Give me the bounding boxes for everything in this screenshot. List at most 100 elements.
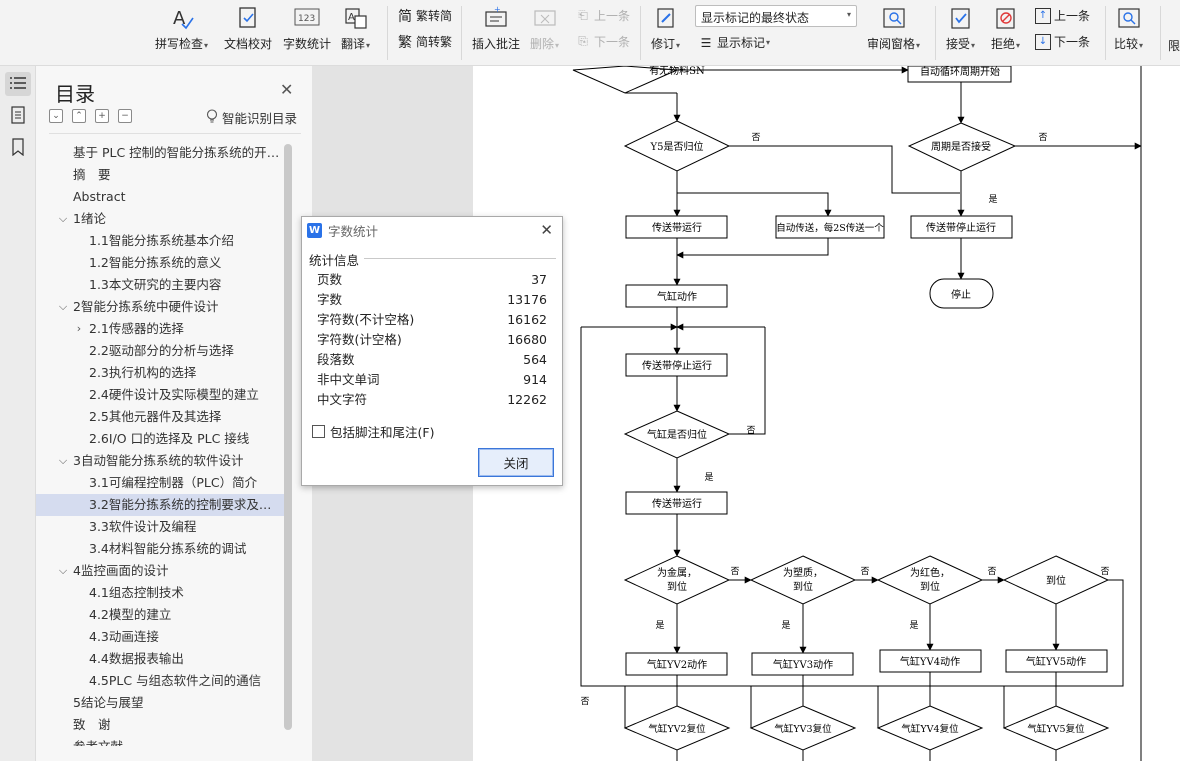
toc-item-label: 1绪论 (73, 211, 106, 226)
toc-scrollbar[interactable] (284, 144, 292, 730)
word-count-button[interactable]: 123 字数统计 (283, 0, 331, 52)
toc-item[interactable]: ⌵ 3自动智能分拣系统的软件设计 (36, 450, 286, 472)
ribbon-separator (461, 6, 462, 60)
toc-item[interactable]: 3.2智能分拣系统的控制要求及其 ... (36, 494, 286, 516)
include-footnotes-checkbox[interactable]: 包括脚注和尾注(F) (312, 422, 434, 441)
checkbox-box[interactable] (312, 425, 325, 438)
close-icon[interactable]: ✕ (280, 80, 294, 99)
fc-label-yes: 是 (781, 620, 790, 631)
review-pane-button[interactable]: 审阅窗格▾ (867, 0, 920, 52)
chevron-down-icon[interactable]: ⌵ (58, 454, 68, 467)
fc-label-yes: 是 (704, 472, 713, 483)
toc-divider (49, 133, 301, 134)
fc-yv5-rst: 气缸YV5复位 (1027, 723, 1085, 735)
toc-item[interactable]: 3.4材料智能分拣系统的调试 (36, 538, 286, 560)
chevron-down-icon[interactable]: ⌵ (58, 564, 68, 577)
reject-icon (993, 5, 1019, 31)
stat-value: 37 (531, 272, 547, 287)
trad-to-simp-button[interactable]: 简繁转简 (398, 8, 453, 25)
toc-item[interactable]: 2.3执行机构的选择 (36, 362, 286, 384)
toc-item[interactable]: 4.3动画连接 (36, 626, 286, 648)
chevron-right-icon[interactable]: › (76, 322, 82, 335)
toc-item-label: 3.3软件设计及编程 (89, 519, 197, 534)
remove-level-icon[interactable]: − (118, 109, 132, 123)
toc-item[interactable]: ⌵ 1绪论 (36, 208, 286, 230)
toc-item[interactable]: 4.5PLC 与组态软件之间的通信 (36, 670, 286, 692)
expand-icon[interactable]: ⌃ (72, 109, 86, 123)
toc-item[interactable]: 致 谢 (36, 714, 286, 736)
prev-comment-button[interactable]: ⎗上一条 (575, 7, 630, 24)
chevron-down-icon: ▾ (846, 10, 851, 19)
toc-item-label: 1.1智能分拣系统基本介绍 (89, 233, 234, 248)
toc-item[interactable]: 2.2驱动部分的分析与选择 (36, 340, 286, 362)
prev-comment-icon: ⎗ (578, 8, 588, 22)
stat-value: 564 (523, 352, 547, 367)
accept-button[interactable]: 接受▾ (946, 0, 975, 52)
toc-item[interactable]: 4.4数据报表输出 (36, 648, 286, 670)
toc-item[interactable]: 1.2智能分拣系统的意义 (36, 252, 286, 274)
fc-label-no: 否 (987, 566, 996, 577)
revise-button[interactable]: 修订▾ (651, 0, 680, 52)
toc-item[interactable]: 基于 PLC 控制的智能分拣系统的开 ... (36, 142, 286, 164)
toc-item-label: 5结论与展望 (73, 695, 144, 710)
toc-item[interactable]: 2.5其他元器件及其选择 (36, 406, 286, 428)
toc-item[interactable]: 2.4硬件设计及实际模型的建立 (36, 384, 286, 406)
fc-label-no: 否 (860, 566, 869, 577)
toc-item[interactable]: 3.1可编程控制器（PLC）简介 (36, 472, 286, 494)
pages-view-button[interactable] (5, 104, 31, 128)
fc-cyl-reset: 气缸是否归位 (647, 428, 707, 441)
toc-item[interactable]: 5结论与展望 (36, 692, 286, 714)
restrict-button[interactable]: 限 (1168, 39, 1180, 53)
toc-item[interactable]: ⌵2智能分拣系统中硬件设计 (36, 296, 286, 318)
toc-item[interactable]: 2.6I/O 口的选择及 PLC 接线 (36, 428, 286, 450)
toc-item-label: 3自动智能分拣系统的软件设计 (73, 453, 244, 468)
add-level-icon[interactable]: + (95, 109, 109, 123)
toc-item[interactable]: 3.3软件设计及编程 (36, 516, 286, 538)
toc-item-label: 致 谢 (73, 717, 111, 732)
toc-item[interactable]: 4.1组态控制技术 (36, 582, 286, 604)
toc-item[interactable]: 1.3本文研究的主要内容 (36, 274, 286, 296)
next-comment-button[interactable]: ⎘下一条 (575, 33, 630, 50)
collapse-icon[interactable]: ⌄ (49, 109, 63, 123)
show-markup-button[interactable]: ☰显示标记▾ (698, 34, 770, 51)
toc-item[interactable]: Abstract (36, 186, 286, 208)
close-icon[interactable]: ✕ (540, 221, 553, 239)
toc-view-button[interactable] (4, 72, 31, 96)
close-button[interactable]: 关闭 (478, 448, 554, 477)
smart-toc-button[interactable]: 智能识别目录 (206, 108, 297, 127)
stat-value: 914 (523, 372, 547, 387)
next-change-icon: ↓ (1035, 33, 1051, 50)
delete-comment-button[interactable]: 删除▾ (530, 0, 559, 52)
fc-stop: 停止 (951, 288, 971, 301)
prev-change-button[interactable]: ↑上一条 (1035, 7, 1090, 24)
compare-button[interactable]: 比较▾ (1114, 0, 1143, 52)
reject-button[interactable]: 拒绝▾ (991, 0, 1020, 52)
toc-item[interactable]: ›2.1传感器的选择 (36, 318, 286, 340)
toc-item-label: 2.5其他元器件及其选择 (89, 409, 222, 424)
next-change-button[interactable]: ↓下一条 (1035, 33, 1090, 50)
spell-check-button[interactable]: A 拼写检查▾ (155, 0, 208, 52)
bookmark-view-button[interactable] (5, 136, 31, 160)
simp-to-trad-button[interactable]: 繁简转繁 (398, 34, 453, 51)
fc-yv3-rst: 气缸YV3复位 (774, 723, 832, 735)
toc-item-label: 4.2模型的建立 (89, 607, 172, 622)
toc-item[interactable]: 4.2模型的建立 (36, 604, 286, 626)
toc-item[interactable]: ⌵4监控画面的设计 (36, 560, 286, 582)
doc-proof-button[interactable]: 文档校对 (224, 0, 272, 52)
toc-item-label: 4.4数据报表输出 (89, 651, 184, 666)
ribbon-separator (1105, 6, 1106, 60)
chevron-down-icon[interactable]: ⌵ (58, 212, 68, 225)
toc-item[interactable]: 1.1智能分拣系统基本介绍 (36, 230, 286, 252)
toc-title: 目录 (55, 82, 95, 106)
translate-button[interactable]: A 翻译▾ (341, 0, 370, 52)
chevron-down-icon[interactable]: ⌵ (58, 300, 68, 313)
insert-comment-button[interactable]: + 插入批注 (472, 6, 521, 51)
fc-d-metal: 为金属， (657, 566, 697, 579)
toc-item[interactable]: 参考文献 (36, 736, 286, 746)
toc-item[interactable]: 摘 要 (36, 164, 286, 186)
stat-label: 非中文单词 (317, 372, 380, 387)
show-markup-dropdown[interactable]: 显示标记的最终状态▾ (695, 5, 857, 27)
nav-rail (0, 66, 36, 761)
toc-tools: ⌄ ⌃ + − (49, 109, 132, 123)
